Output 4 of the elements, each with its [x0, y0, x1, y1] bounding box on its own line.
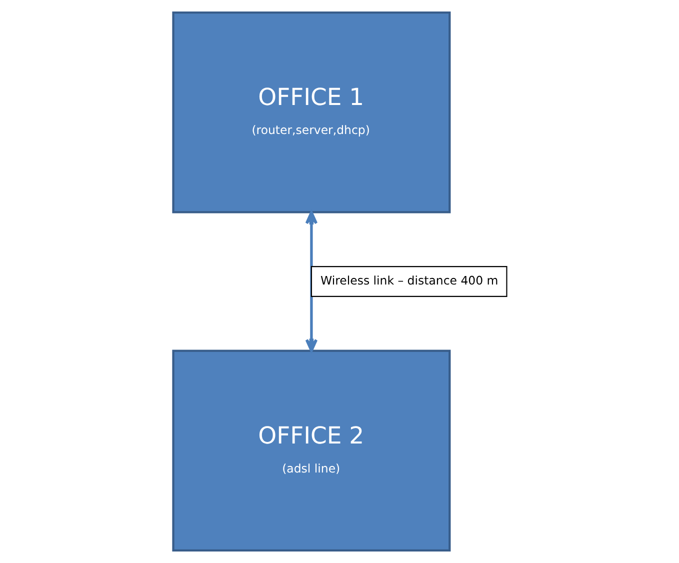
arrow [304, 211, 318, 352]
edge-label: Wireless link – distance 400 m [320, 273, 498, 288]
node-box: OFFICE 1 (router,server,dhcp) [172, 12, 450, 214]
node-box: OFFICE 2 (adsl line) [172, 350, 450, 552]
